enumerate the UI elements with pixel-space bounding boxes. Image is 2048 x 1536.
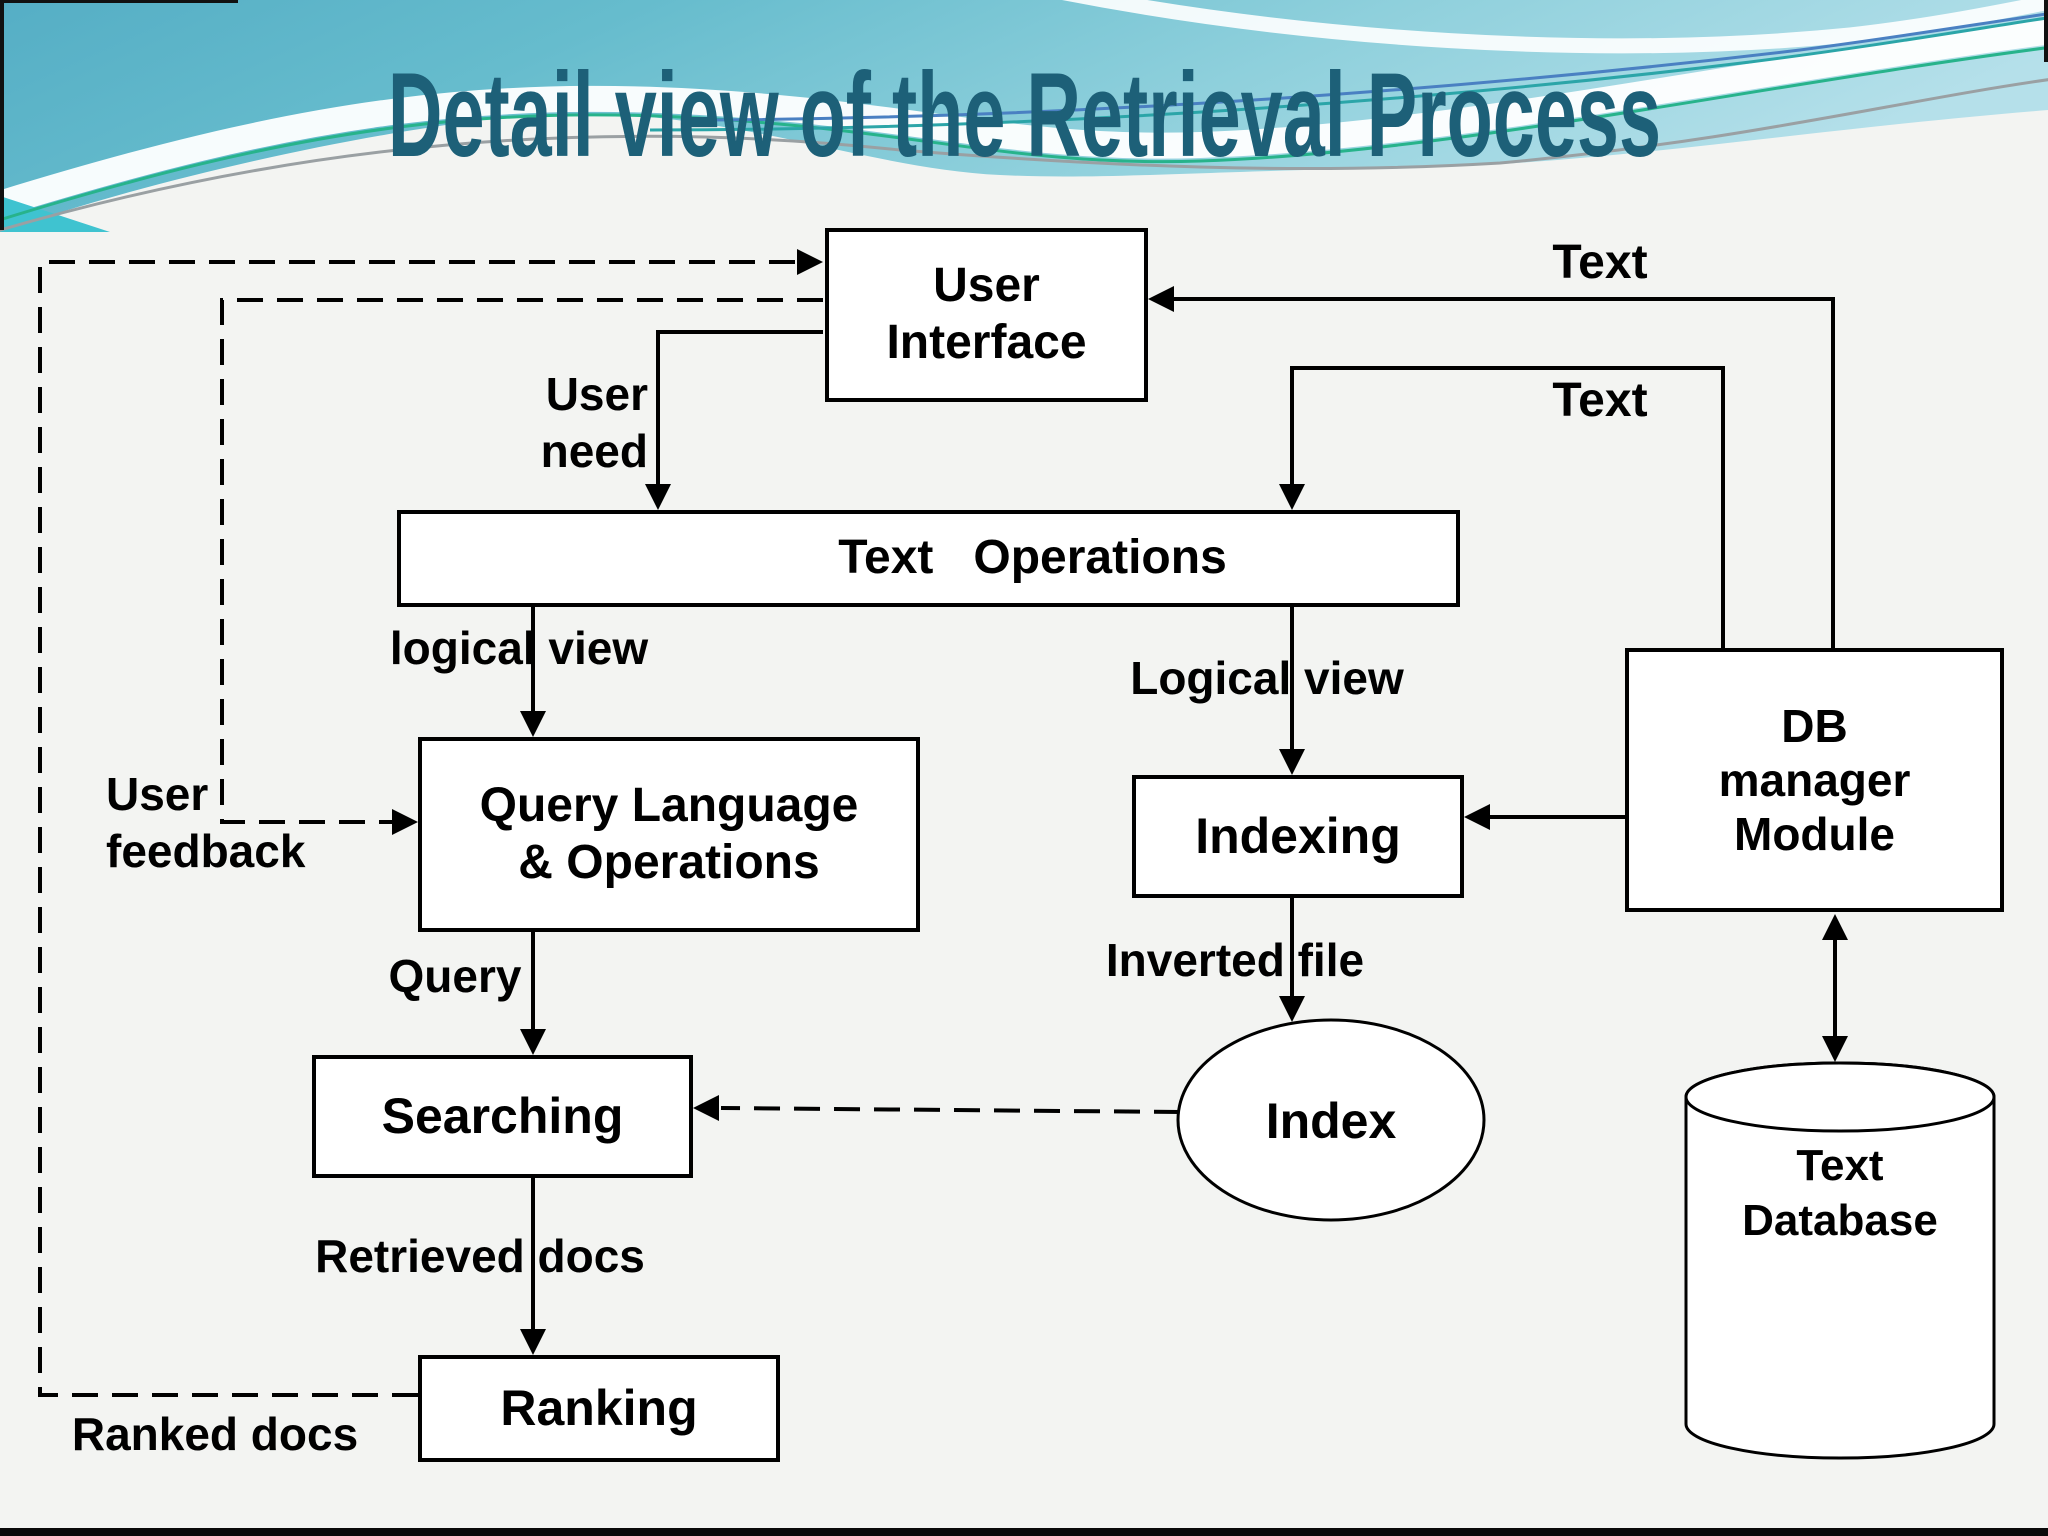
edge-label-ranked-docs: Ranked docs [71, 1408, 359, 1460]
node-searching: Searching [312, 1055, 693, 1178]
edge-label-inverted-file: Inverted file [1105, 934, 1365, 986]
edge-index-to-searching-dashed [693, 1095, 1181, 1121]
edge-label-query: Query [388, 950, 522, 1002]
node-user-interface: User Interface [825, 228, 1148, 402]
edge-label-user-feedback: User feedback [106, 768, 306, 877]
edge-ranking-to-ui-dashed [38, 249, 823, 1397]
edge-textops-to-query [520, 607, 546, 737]
edge-label-logical-view-indexing: Logical view [1130, 652, 1404, 704]
edge-db-to-ui [1148, 286, 1835, 648]
text-database-cylinder [1684, 1061, 1996, 1460]
slide-bottom-border [0, 1528, 2048, 1536]
edge-ui-to-query-dashed [220, 298, 823, 835]
edge-label-user-need: User need [540, 368, 648, 477]
index-label: Index [1265, 1092, 1397, 1149]
edge-db-to-textops [1279, 366, 1725, 648]
edge-ui-to-textops [645, 330, 823, 510]
edge-label-retrieved-docs: Retrieved docs [315, 1230, 645, 1282]
node-ranking: Ranking [418, 1355, 780, 1462]
edge-label-text-to-operations: Text [1552, 374, 1648, 427]
node-db-manager: DB manager Module [1625, 648, 2004, 912]
node-indexing: Indexing [1132, 775, 1464, 898]
node-text-operations: Text Operations [397, 510, 1460, 607]
edge-indexing-to-index [1279, 898, 1305, 1022]
index-ellipse [1176, 1018, 1486, 1222]
node-query-language: Query Language & Operations [418, 737, 920, 932]
edge-query-to-searching [520, 932, 546, 1055]
edge-textops-to-indexing [1279, 607, 1305, 775]
edge-label-text-to-ui: Text [1552, 236, 1648, 289]
edge-label-logical-view-query: logical view [389, 622, 649, 674]
banner-wave-art [0, 0, 2048, 232]
slide-title: Detail view of the Retrieval Process [387, 48, 1661, 182]
edge-db-to-textdb-bidirectional [1822, 914, 1848, 1062]
edge-searching-to-ranking [520, 1178, 546, 1355]
edge-db-to-indexing [1464, 804, 1625, 830]
text-database-label: Text Database [1742, 1140, 1938, 1245]
